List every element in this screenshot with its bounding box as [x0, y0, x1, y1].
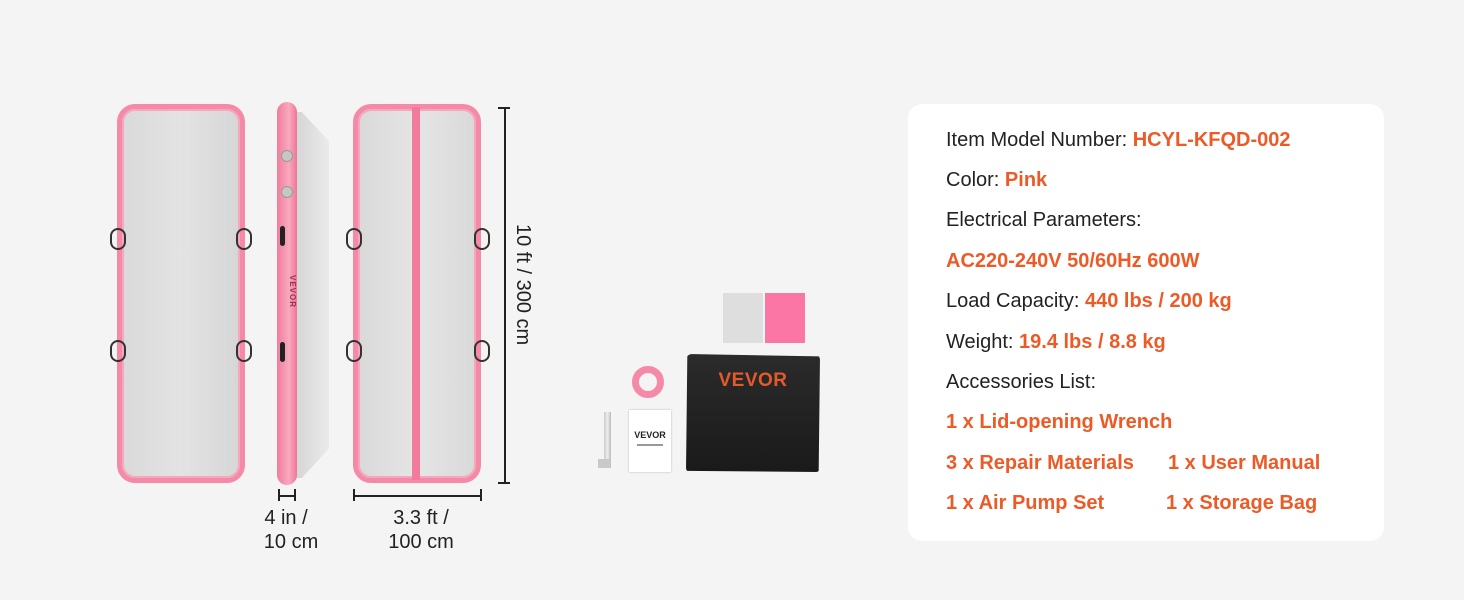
- color-swatch-pink: [765, 293, 805, 343]
- handle-right-top: [474, 228, 490, 250]
- thickness-label-line1: 4 in /: [264, 507, 308, 529]
- spec-electrical-label: Electrical Parameters:: [946, 209, 1142, 231]
- thickness-dimension-cap: [294, 489, 296, 501]
- spec-color-label: Color:: [946, 169, 1000, 191]
- accessory-item: 1 x Lid-opening Wrench: [946, 411, 1173, 433]
- length-dimension-cap: [498, 107, 510, 109]
- wrench-head: [598, 459, 610, 468]
- handle-right-top: [236, 228, 252, 250]
- length-dimension-line: [504, 107, 506, 483]
- thickness-dimension-cap: [278, 489, 280, 501]
- bag-brand-logo: VEVOR: [718, 370, 788, 391]
- thickness-dimension-line: [279, 495, 295, 497]
- width-label-line2: 100 cm: [388, 531, 454, 553]
- accessory-item: 3 x Repair Materials: [946, 452, 1134, 474]
- handle-left-top: [110, 228, 126, 250]
- handle-right-bottom: [236, 340, 252, 362]
- mat-center-stripe: [412, 107, 420, 480]
- spec-color-value: Pink: [1004, 169, 1048, 191]
- side-brand-logo: VEVOR: [288, 275, 297, 309]
- spec-load-label: Load Capacity:: [946, 290, 1080, 312]
- manual-brand-logo: VEVOR: [634, 430, 666, 440]
- spec-model: Item Model Number: HCYL-KFQD-002: [946, 126, 1291, 154]
- mat-side-depth: [295, 112, 329, 478]
- spec-electrical-value: AC220-240V 50/60Hz 600W: [946, 250, 1200, 272]
- mat-front-view: [117, 104, 245, 483]
- handle-left-bottom: [110, 340, 126, 362]
- manual-text-line: [637, 444, 663, 446]
- storage-bag: VEVOR: [686, 354, 820, 472]
- handle-left-top: [346, 228, 362, 250]
- mat-side-view: [277, 102, 297, 485]
- spec-model-label: Item Model Number:: [946, 129, 1128, 151]
- side-handle-top: [280, 226, 285, 246]
- valve-icon: [281, 150, 293, 162]
- spec-load-value: 440 lbs / 200 kg: [1084, 290, 1232, 312]
- wrench-icon: [604, 412, 611, 468]
- spec-weight: Weight: 19.4 lbs / 8.8 kg: [946, 328, 1166, 356]
- thickness-label-line2: 10 cm: [263, 531, 319, 553]
- color-swatch-grey: [723, 293, 763, 343]
- length-dimension-label: 10 ft / 300 cm: [512, 224, 534, 346]
- handle-left-bottom: [346, 340, 362, 362]
- spec-electrical: Electrical Parameters:: [946, 206, 1142, 234]
- valve-icon: [281, 186, 293, 198]
- side-handle-bottom: [280, 342, 285, 362]
- spec-weight-value: 19.4 lbs / 8.8 kg: [1019, 331, 1166, 353]
- width-label-line1: 3.3 ft /: [393, 507, 449, 529]
- width-dimension-cap: [480, 489, 482, 501]
- spec-model-value: HCYL-KFQD-002: [1132, 129, 1291, 151]
- accessory-item: 1 x User Manual: [1168, 452, 1321, 474]
- user-manual: VEVOR: [629, 410, 671, 472]
- accessory-item: 1 x Air Pump Set: [946, 492, 1105, 514]
- spec-color: Color: Pink: [946, 166, 1047, 194]
- spec-card: Item Model Number: HCYL-KFQD-002 Color: …: [908, 104, 1384, 541]
- spec-electrical-value-row: AC220-240V 50/60Hz 600W: [946, 247, 1199, 275]
- width-dimension-line: [354, 495, 481, 497]
- width-dimension-cap: [353, 489, 355, 501]
- handle-right-bottom: [474, 340, 490, 362]
- spec-load: Load Capacity: 440 lbs / 200 kg: [946, 287, 1232, 315]
- spec-accessories-label: Accessories List:: [946, 371, 1097, 393]
- spec-accessories: Accessories List:: [946, 368, 1096, 396]
- length-dimension-cap: [498, 482, 510, 484]
- spec-weight-label: Weight:: [946, 331, 1014, 353]
- accessory-item: 1 x Storage Bag: [1166, 492, 1318, 514]
- repair-patch-ring: [632, 366, 664, 398]
